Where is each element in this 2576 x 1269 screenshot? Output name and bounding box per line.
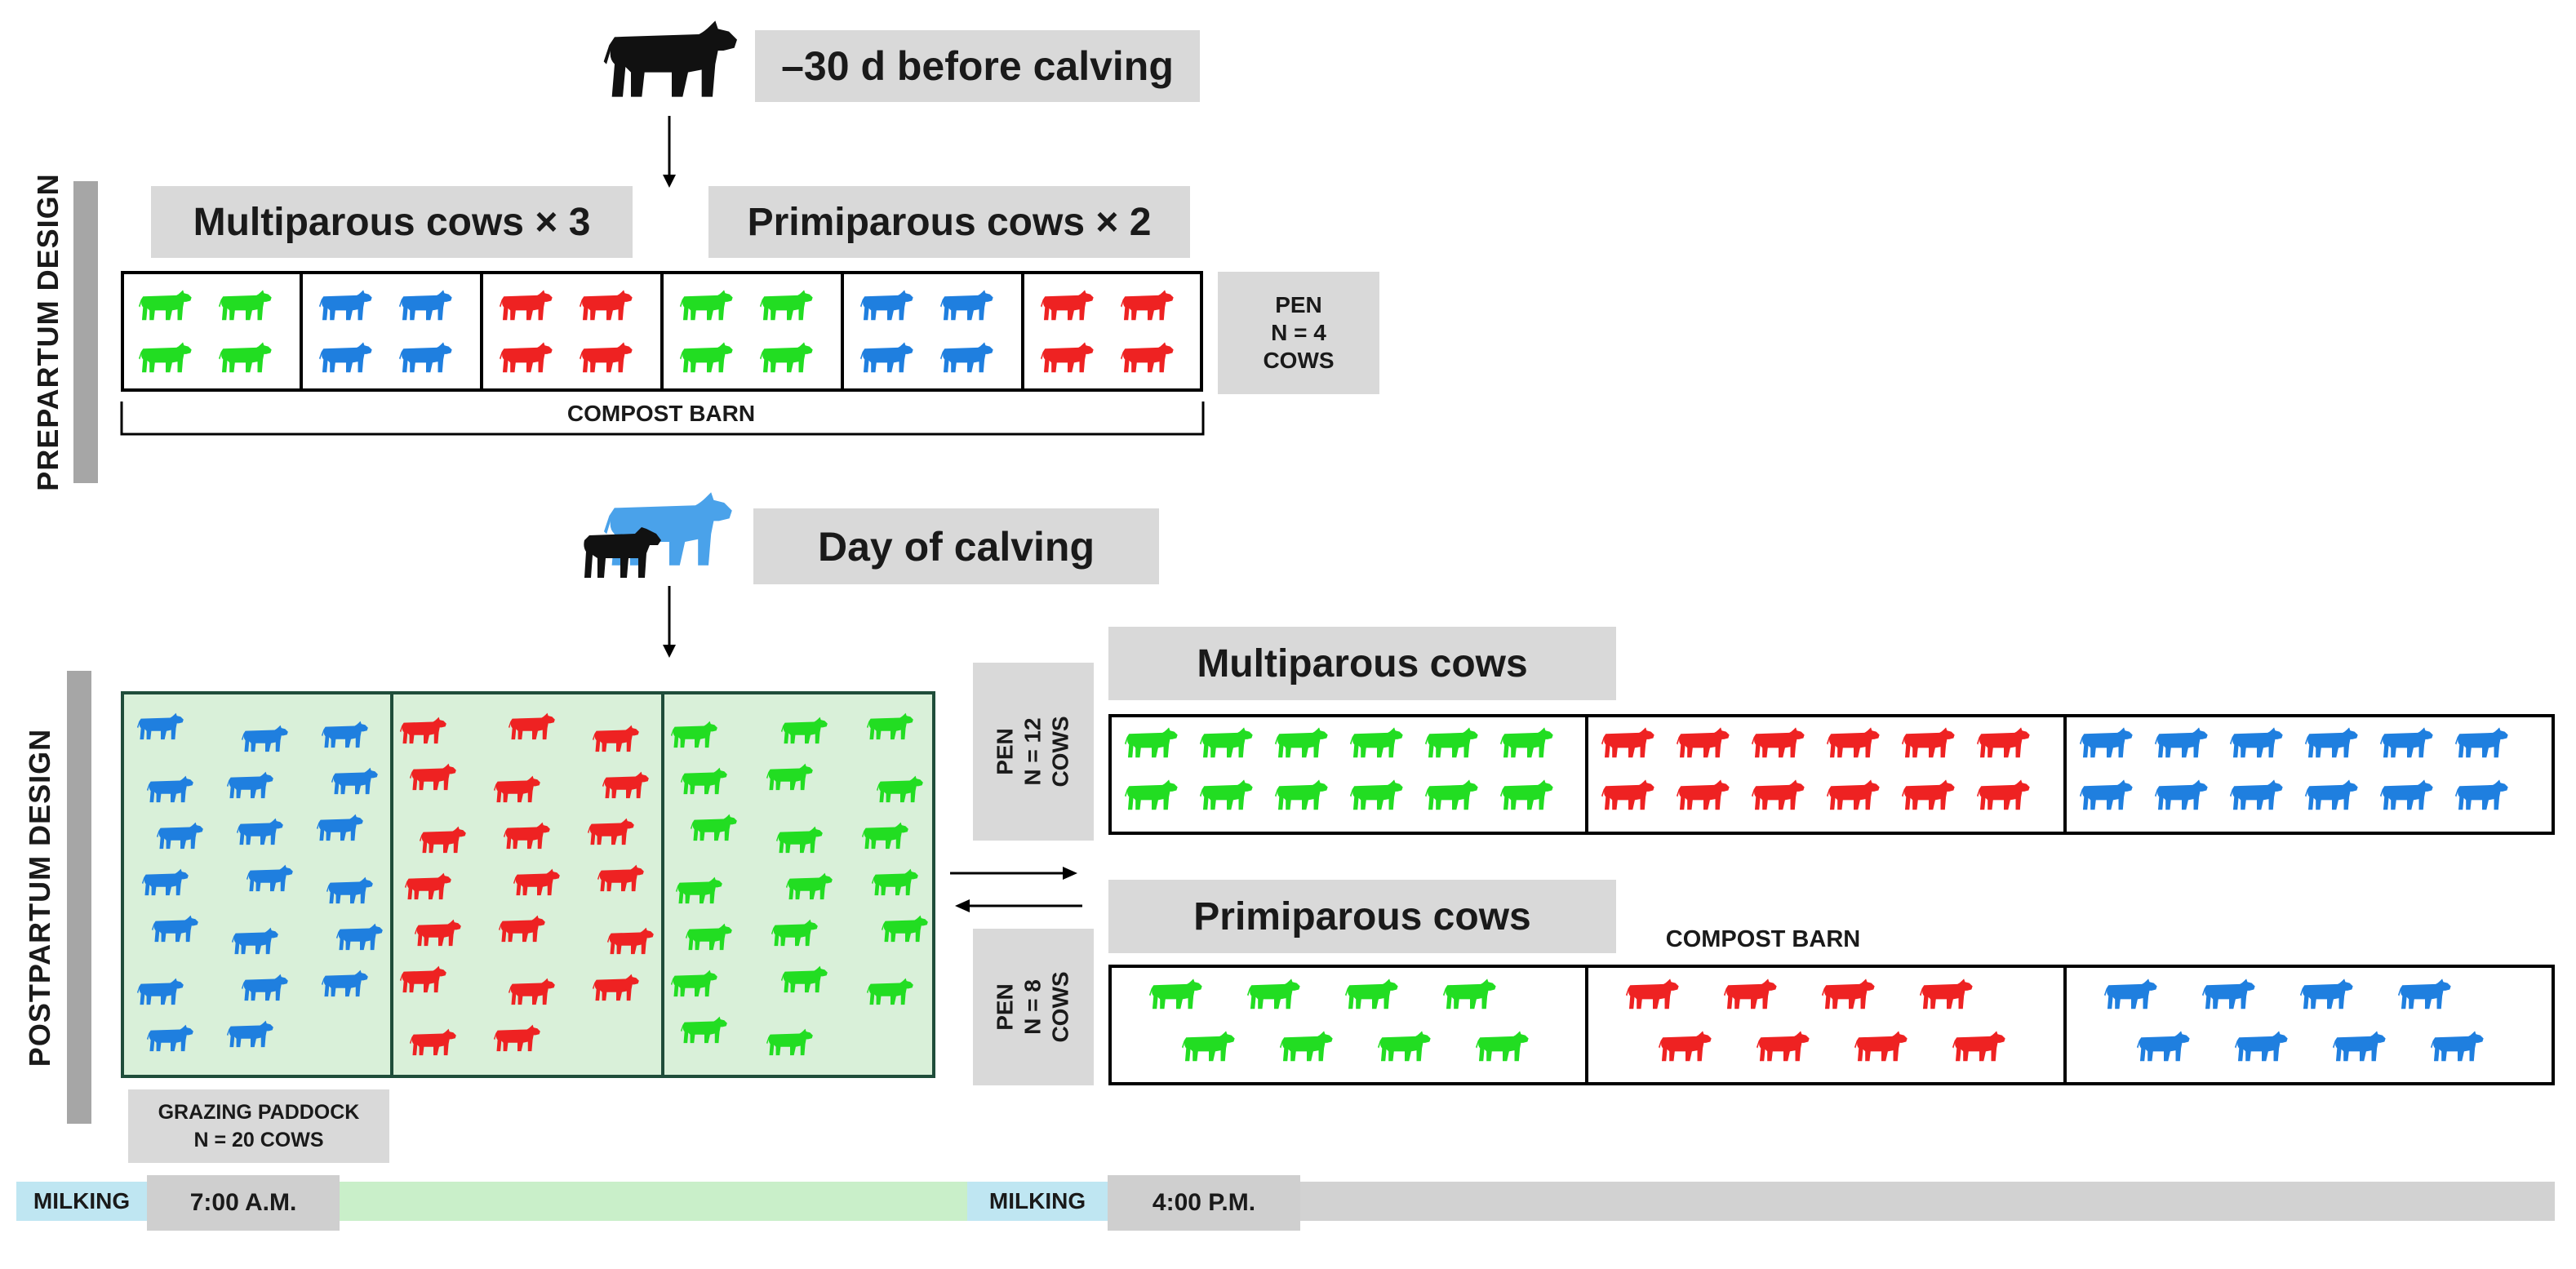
blue-cow-icon <box>2202 978 2255 1009</box>
pen-divider <box>660 271 664 392</box>
pen-divider <box>480 271 483 392</box>
green-cow-icon <box>1443 978 1496 1009</box>
pen-divider <box>841 271 844 392</box>
green-cow-icon <box>1280 1031 1333 1062</box>
blue-cow-icon <box>2104 978 2157 1009</box>
postpartum-section-bar <box>67 671 91 1124</box>
green-cow-icon <box>1149 978 1202 1009</box>
start-label: –30 d before calving <box>755 30 1200 102</box>
paddock-divider <box>390 691 393 1078</box>
pen-divider <box>1021 271 1024 392</box>
primiparous-pens <box>1108 965 2555 1085</box>
red-cow-icon <box>1659 1031 1712 1062</box>
multiparous-pen-label: PEN N = 12 COWS <box>973 663 1094 841</box>
green-cow-icon <box>1182 1031 1235 1062</box>
prepartum-primiparous-label: Primiparous cows × 2 <box>708 186 1190 258</box>
milking-badge-1: MILKING <box>16 1182 147 1221</box>
blue-cow-icon <box>2431 1031 2484 1062</box>
red-cow-icon <box>1854 1031 1908 1062</box>
multiparous-pens <box>1108 714 2555 835</box>
prepartum-section-bar <box>73 181 98 483</box>
pen-divider <box>1585 714 1588 835</box>
exchange-arrows-icon <box>950 867 1082 912</box>
green-cow-icon <box>1247 978 1300 1009</box>
prepartum-barn-label: COMPOST BARN <box>566 401 756 426</box>
paddock-divider <box>661 691 664 1078</box>
red-cow-icon <box>1822 978 1875 1009</box>
milking-badge-2: MILKING <box>967 1182 1108 1221</box>
arrow-down-icon <box>663 116 676 188</box>
green-cow-icon <box>1476 1031 1529 1062</box>
arrow-down-icon <box>663 586 676 658</box>
blue-cow-icon <box>2398 978 2451 1009</box>
blue-cow-icon <box>2235 1031 2288 1062</box>
prepartum-multiparous-label: Multiparous cows × 3 <box>151 186 633 258</box>
paddock-label: GRAZING PADDOCK N = 20 COWS <box>128 1089 389 1163</box>
red-cow-icon <box>1920 978 1973 1009</box>
prepartum-pen-label: PEN N = 4 COWS <box>1218 272 1379 394</box>
pen-divider <box>2063 965 2067 1085</box>
pen-divider <box>300 271 303 392</box>
postpartum-primiparous-label: Primiparous cows <box>1108 880 1616 953</box>
calving-label: Day of calving <box>753 508 1159 584</box>
red-cow-icon <box>1724 978 1777 1009</box>
red-cow-icon <box>1626 978 1679 1009</box>
milking-time-1: 7:00 A.M. <box>147 1175 340 1231</box>
postpartum-multiparous-label: Multiparous cows <box>1108 627 1616 700</box>
pen-divider <box>1585 965 1588 1085</box>
blue-cow-icon <box>2333 1031 2386 1062</box>
postpartum-barn-label: COMPOST BARN <box>1665 926 1861 952</box>
red-cow-icon <box>1757 1031 1810 1062</box>
blue-cow-icon <box>2300 978 2353 1009</box>
compost-barn-bracket <box>120 402 1205 436</box>
primiparous-pen-label: PEN N = 8 COWS <box>973 929 1094 1085</box>
blue-cow-icon <box>2137 1031 2190 1062</box>
red-cow-icon <box>1952 1031 2005 1062</box>
pen-divider <box>2063 714 2067 835</box>
green-cow-icon <box>1345 978 1398 1009</box>
green-cow-icon <box>1378 1031 1431 1062</box>
milking-time-2: 4:00 P.M. <box>1108 1175 1300 1231</box>
